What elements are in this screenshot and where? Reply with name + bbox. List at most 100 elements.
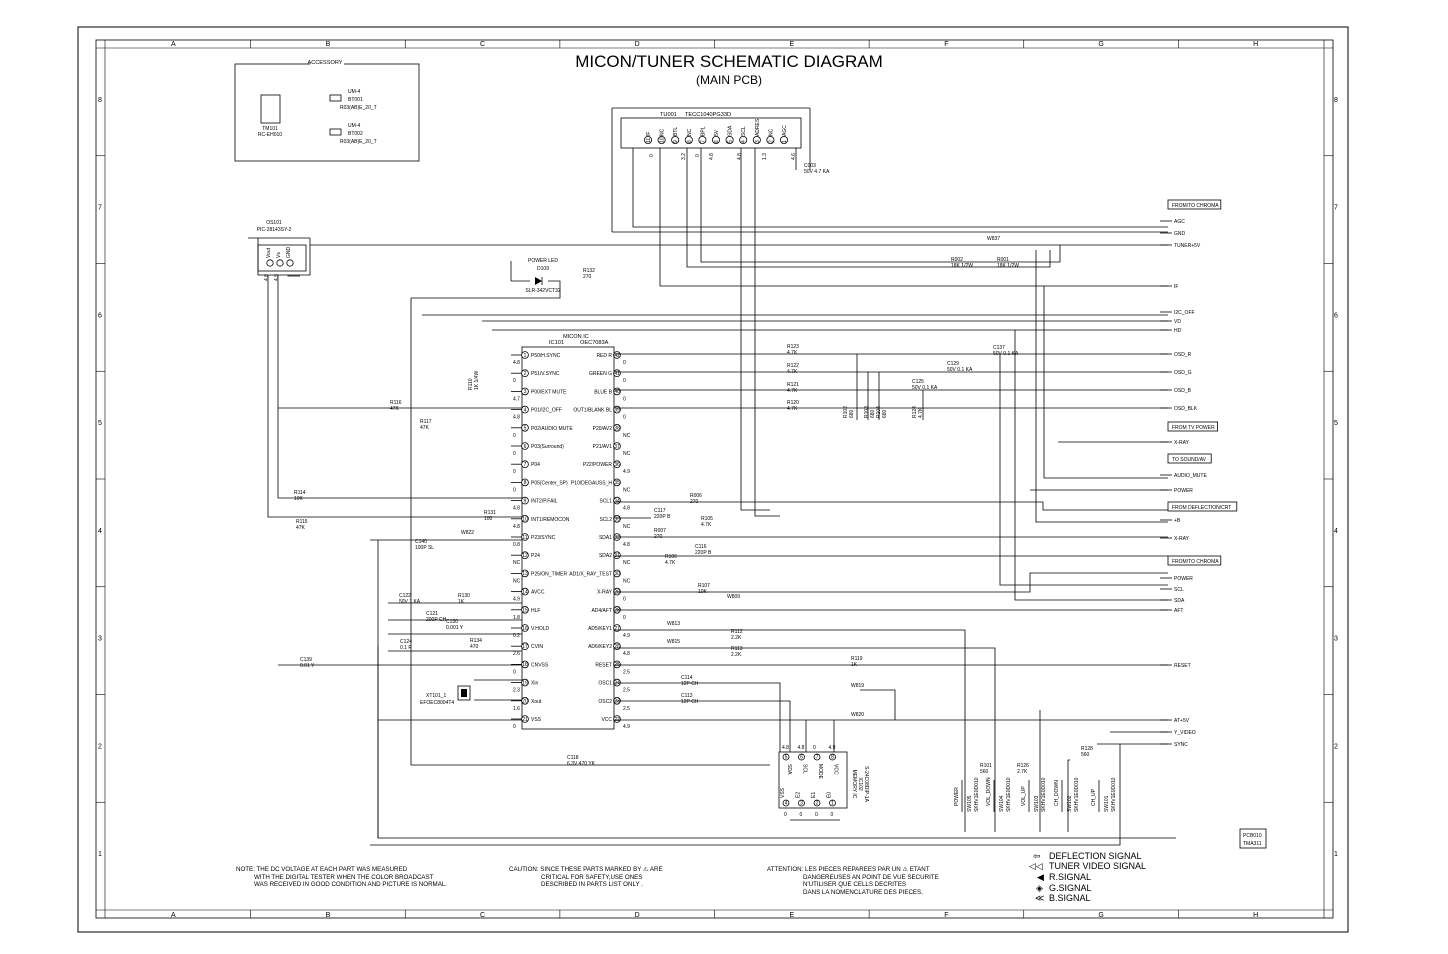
component-ref: R132: [583, 268, 595, 274]
switch-ref: SW101: [1104, 795, 1110, 812]
component-ref: R128: [1081, 746, 1093, 752]
component-value: 680: [870, 409, 876, 418]
component-ref: R103: [864, 406, 870, 418]
tuner-pin-name: IF: [646, 132, 652, 136]
micon-pin-circle: [521, 423, 529, 432]
micon-pin-num: 12: [522, 553, 528, 559]
micon-pin-name: P21/AV1: [593, 444, 613, 450]
micon-pin-name: P51/V.SYNC: [531, 371, 560, 377]
attention-line-2: DANGEREUSES AN POINT DE VUE SECURITE: [803, 874, 939, 881]
led-ref: D109: [537, 266, 549, 272]
remote-ref: TM101: [262, 126, 278, 132]
component-ref: C113: [681, 693, 693, 699]
grid-row-right: 8: [1334, 97, 1338, 104]
micon-pin-name: P03(Surround): [531, 444, 564, 450]
connector-signal: SDA: [1174, 598, 1185, 604]
micon-pin-num: 36: [614, 462, 620, 468]
memory-pin-num: 4: [785, 801, 788, 807]
tuner-module: TU001 TECC1040PG33D IF11NC10BTL9NC8BPL75…: [611, 107, 811, 232]
component-ref: R131: [484, 510, 496, 516]
micon-pin-voltage: 4.7: [513, 396, 520, 402]
micon-pin-voltage: 0: [623, 597, 626, 603]
micon-pin-num: 3: [524, 389, 527, 395]
switch-ref: SW102: [1067, 795, 1073, 812]
component-value: 560: [980, 769, 989, 775]
component-ref: C125: [912, 379, 924, 385]
grid-row-left: 2: [98, 743, 102, 750]
component-value: 220P B: [695, 550, 712, 556]
tuner-pin-circle: [698, 135, 707, 144]
grid-col-bottom: F: [944, 912, 948, 919]
grid-col-bottom: E: [789, 912, 794, 919]
micon-pin-num: 13: [522, 571, 528, 577]
legend-symbol-tuner-video: ◁◁: [1029, 861, 1043, 871]
component-ref: W822: [461, 530, 474, 536]
micon-pin-num: 6: [524, 444, 527, 450]
component-ref: R001: [997, 257, 1009, 263]
micon-pin-voltage: 2.5: [623, 688, 630, 694]
component-ref: C003: [804, 163, 816, 169]
micon-pin-voltage: NC: [623, 524, 631, 530]
component-ref: R101: [980, 763, 992, 769]
connector-signal: OSD_R: [1174, 352, 1192, 358]
memory-part: S-24C08DIP-1A: [863, 766, 869, 803]
micon-pin-circle: [521, 496, 529, 505]
crystal: XT101_1 EFOEC8004T4: [420, 685, 471, 706]
connector-signal: HD: [1174, 328, 1182, 334]
micon-pin-circle: [521, 369, 529, 378]
battery-icon: [329, 128, 342, 136]
connector-signal: X-RAY: [1174, 536, 1190, 542]
component-ref: C140: [415, 539, 427, 545]
svg-text:4.8: 4.8: [709, 153, 715, 160]
tuner-pin-name: SCL: [741, 126, 747, 136]
component-value: 50V 0.1 KA: [912, 385, 938, 391]
component-value: 1K: [458, 599, 465, 605]
connector-signal: I2C_OFF: [1174, 310, 1195, 316]
micon-pin-name: P22/POWER: [583, 462, 613, 468]
connector-header-box: [1167, 555, 1222, 566]
connector-signal: SCL: [1174, 587, 1184, 593]
component-ref: C124: [400, 639, 412, 645]
component-value: 2.2K: [731, 635, 742, 641]
component-ref: C129: [947, 361, 959, 367]
component-value: 10K: [698, 589, 708, 595]
micon-pin-voltage: 0: [623, 396, 626, 402]
micon-pin-num: 32: [614, 535, 620, 541]
svg-text:1.3: 1.3: [762, 153, 768, 160]
memory-pin-name: E2: [796, 792, 802, 798]
micon-pin-num: 16: [522, 626, 528, 632]
tuner-pin-num: 4: [741, 140, 747, 143]
tuner-pin-num: 7: [700, 140, 706, 143]
micon-pin-circle: [613, 423, 621, 432]
tuner-pin-num: 3: [755, 140, 761, 143]
note-line-3: WAS RECEIVED IN GOOD CONDITION AND PICTU…: [254, 881, 447, 888]
tuner-pin-name: BTL: [673, 127, 679, 136]
micon-pin-num: 41: [614, 371, 620, 377]
micon-pin-num: 40: [614, 389, 620, 395]
micon-pin-voltage: 4.9: [623, 633, 630, 639]
micon-pin-voltage: 4.8: [623, 651, 630, 657]
micon-part: OEC7083A: [580, 340, 609, 346]
component-ref: C116: [695, 544, 707, 550]
micon-pin-name: GREEN G: [589, 371, 612, 377]
component-ref: R102: [843, 406, 849, 418]
connector-signal: OSD_BLK: [1174, 406, 1198, 412]
grid-row-left: 1: [98, 851, 102, 858]
grid-col-bottom: D: [635, 912, 640, 919]
micon-pin-name: P24: [531, 553, 540, 559]
receiver-pin-vout: Vout: [266, 247, 272, 258]
connector-signal: RESET: [1174, 663, 1191, 669]
memory-pin-name: SDA: [786, 764, 792, 775]
grid-row-right: 7: [1334, 205, 1338, 212]
micon-pin-voltage: NC: [513, 578, 521, 584]
note-line-1: NOTE: THE DC VOLTAGE AT EACH PART WAS ME…: [236, 866, 408, 873]
component-value: 4.7K: [918, 407, 924, 418]
component-value: 18K 1/2W: [997, 263, 1019, 269]
memory-pin-num: 6: [800, 755, 803, 761]
tuner-pin-num: 2: [768, 140, 774, 143]
component-ref: C130: [446, 619, 458, 625]
component-ref: R114: [294, 490, 306, 496]
